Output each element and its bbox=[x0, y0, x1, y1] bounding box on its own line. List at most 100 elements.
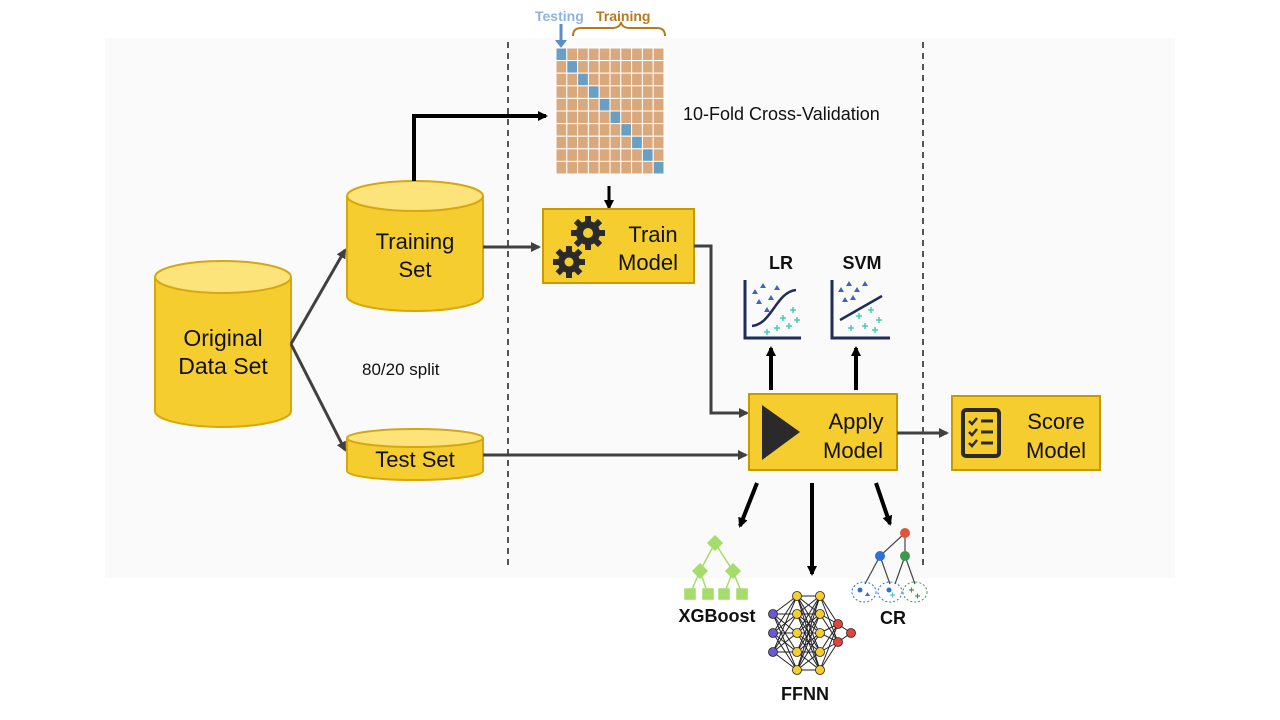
cv-cell-training bbox=[641, 97, 654, 112]
apply-model-label-2: Model bbox=[823, 438, 883, 463]
cv-cell-training bbox=[631, 160, 643, 175]
cv-cell-training bbox=[641, 135, 654, 150]
cv-cell-training bbox=[631, 148, 643, 162]
cv-cell-training bbox=[641, 123, 654, 137]
checklist-icon bbox=[961, 408, 1001, 458]
ffnn-node bbox=[815, 609, 825, 619]
lr-label: LR bbox=[769, 253, 793, 273]
cv-cell-training bbox=[577, 148, 589, 162]
cv-cell-training bbox=[609, 123, 622, 137]
cv-cell-training bbox=[620, 85, 633, 99]
train-model-box: Train Model bbox=[542, 208, 695, 284]
cv-cell-training bbox=[555, 72, 568, 87]
logistic-regression-chart-icon bbox=[743, 280, 801, 340]
cv-cell-training bbox=[587, 148, 600, 162]
xgboost-label: XGBoost bbox=[678, 606, 755, 626]
cv-cell-training bbox=[620, 148, 633, 162]
training-set-label-2: Set bbox=[398, 257, 431, 282]
score-model-label-1: Score bbox=[1027, 409, 1084, 434]
cv-cell-training bbox=[609, 148, 622, 162]
ffnn-edge bbox=[772, 595, 798, 634]
cv-cell-training bbox=[609, 60, 622, 74]
ffnn-edge bbox=[796, 595, 821, 671]
testing-pointer-head bbox=[555, 40, 567, 48]
cv-cell-testing bbox=[587, 85, 600, 99]
cv-cell-training bbox=[587, 97, 600, 112]
cv-cell-training bbox=[577, 97, 589, 112]
cv-cell-training bbox=[587, 72, 600, 87]
cv-cell-testing bbox=[641, 148, 654, 162]
cv-cell-training bbox=[577, 60, 589, 74]
cv-cell-training bbox=[652, 72, 665, 87]
original-data-set-label-1: Original bbox=[183, 325, 262, 351]
cv-cell-training bbox=[566, 72, 579, 87]
ffnn-edge bbox=[819, 623, 839, 671]
cv-cell-training bbox=[566, 85, 579, 99]
training-brace bbox=[572, 21, 666, 37]
cv-cell-training bbox=[598, 135, 611, 150]
cv-cell-training bbox=[620, 160, 633, 175]
cv-cell-training bbox=[577, 123, 589, 137]
cv-cell-training bbox=[566, 110, 579, 125]
cv-cell-training bbox=[609, 160, 622, 175]
ffnn-node bbox=[792, 665, 802, 675]
cv-cell-training bbox=[652, 97, 665, 112]
cv-cell-training bbox=[566, 123, 579, 137]
cv-cell-training bbox=[609, 72, 622, 87]
ffnn-node bbox=[846, 628, 856, 638]
cv-cell-training bbox=[609, 85, 622, 99]
ffnn-edge bbox=[772, 595, 798, 653]
ffnn-node bbox=[815, 591, 825, 601]
cv-cell-training bbox=[566, 160, 579, 175]
neural-network-icon bbox=[768, 591, 856, 675]
cv-cell-training bbox=[555, 160, 568, 175]
cv-cell-training bbox=[555, 123, 568, 137]
cv-cell-training bbox=[620, 110, 633, 125]
cv-cell-training bbox=[555, 110, 568, 125]
cv-cell-training bbox=[566, 148, 579, 162]
cv-cell-training bbox=[631, 123, 643, 137]
original-data-set-label-2: Data Set bbox=[178, 353, 268, 379]
cv-cell-training bbox=[577, 135, 589, 150]
cv-grid bbox=[555, 47, 665, 175]
cv-cell-training bbox=[641, 72, 654, 87]
cv-cell-training bbox=[577, 110, 589, 125]
cv-cell-training bbox=[555, 97, 568, 112]
training-set: Training Set bbox=[346, 180, 484, 312]
cv-cell-training bbox=[555, 60, 568, 74]
cv-cell-training bbox=[555, 135, 568, 150]
causal-graph-icon bbox=[851, 528, 928, 603]
cv-cell-training bbox=[598, 148, 611, 162]
cv-cell-training bbox=[577, 85, 589, 99]
ffnn-edge bbox=[772, 651, 798, 671]
ffnn-edge bbox=[796, 632, 821, 671]
training-label: Training bbox=[596, 8, 650, 24]
gears-icon bbox=[553, 216, 605, 278]
cv-cell-training bbox=[641, 85, 654, 99]
cv-cell-training bbox=[555, 148, 568, 162]
cv-cell-testing bbox=[652, 160, 665, 175]
cv-cell-testing bbox=[620, 123, 633, 137]
ffnn-edge bbox=[819, 641, 839, 671]
cv-cell-training bbox=[598, 60, 611, 74]
cv-cell-testing bbox=[566, 60, 579, 74]
ffnn-node bbox=[833, 637, 843, 647]
ffnn-edge bbox=[819, 595, 839, 625]
cv-cell-training bbox=[652, 110, 665, 125]
cv-cell-training bbox=[598, 160, 611, 175]
cv-cell-training bbox=[609, 47, 622, 62]
cv-cell-training bbox=[566, 47, 579, 62]
cv-cell-training bbox=[577, 160, 589, 175]
cv-cell-training bbox=[587, 135, 600, 150]
arrow-training-to-cv bbox=[412, 111, 548, 181]
cv-cell-training bbox=[631, 97, 643, 112]
ffnn-edge bbox=[796, 595, 821, 634]
arrow-train-to-apply bbox=[694, 244, 749, 418]
cv-cell-training bbox=[620, 47, 633, 62]
cv-cell-training bbox=[555, 85, 568, 99]
cv-cell-testing bbox=[609, 110, 622, 125]
cv-cell-training bbox=[598, 85, 611, 99]
arrow-apply-to-cr bbox=[874, 482, 893, 526]
training-set-label-1: Training bbox=[376, 229, 455, 254]
ffnn-edge bbox=[772, 595, 798, 615]
